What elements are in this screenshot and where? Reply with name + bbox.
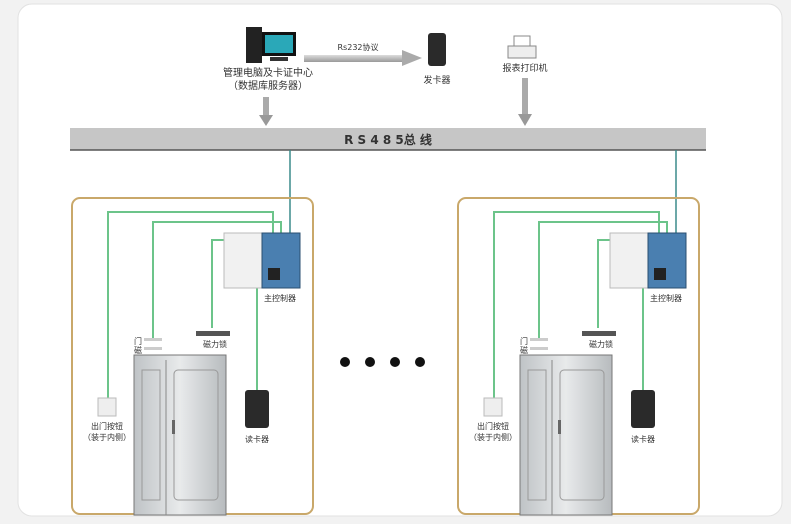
controller-enclosure-icon xyxy=(609,232,649,289)
exit-button-icon xyxy=(483,397,503,417)
door-sensor-label: 门 xyxy=(520,336,528,346)
card-reader-icon xyxy=(631,390,655,428)
server-down-arrow-icon xyxy=(259,97,273,126)
wires xyxy=(107,211,282,398)
mag-lock-icon xyxy=(582,331,616,336)
mag-lock-icon xyxy=(196,331,230,336)
door-icon xyxy=(133,354,227,516)
bus-label: R S 4 8 5总 线 xyxy=(344,132,432,147)
card-reader-label: 读卡器 xyxy=(245,434,269,444)
wires xyxy=(493,211,668,398)
printer-label: 报表打印机 xyxy=(502,62,547,74)
exit-button-sublabel: （装于内侧） xyxy=(469,432,517,442)
card-reader-icon xyxy=(245,390,269,428)
controller-label: 主控制器 xyxy=(264,293,296,303)
door-panel: 主控制器 门 磁 磁力锁 出门按钮 （装于内侧） 读卡器 xyxy=(71,150,314,516)
door-sensor-icon xyxy=(144,338,162,341)
rs232-arrow-icon xyxy=(304,50,422,66)
printer-down-arrow-icon xyxy=(518,78,532,126)
door-sensor-label-2: 磁 xyxy=(520,345,528,355)
server-sublabel: （数据库服务器） xyxy=(228,79,308,92)
door-icon xyxy=(519,354,613,516)
controller-board-icon xyxy=(647,232,687,289)
exit-button-label: 出门按钮 xyxy=(477,421,509,431)
controller-enclosure-icon xyxy=(223,232,263,289)
protocol-label: Rs232协议 xyxy=(338,42,379,52)
controller-chip-icon xyxy=(268,268,280,280)
mag-lock-label: 磁力锁 xyxy=(203,339,227,349)
exit-button-sublabel: （装于内侧） xyxy=(83,432,131,442)
mag-lock-label: 磁力锁 xyxy=(589,339,613,349)
server-label: 管理电脑及卡证中心 xyxy=(223,66,313,79)
ellipsis-dots-icon xyxy=(340,357,425,367)
door-sensor-icon-2 xyxy=(530,347,548,350)
controller-board-icon xyxy=(261,232,301,289)
door-panel: 主控制器 门 磁 磁力锁 出门按钮 （装于内侧） 读卡器 xyxy=(457,150,700,516)
card-issuer-label: 发卡器 xyxy=(423,74,450,86)
controller-chip-icon xyxy=(654,268,666,280)
rs485-bus xyxy=(70,128,706,150)
printer-icon xyxy=(507,35,537,59)
exit-button-label: 出门按钮 xyxy=(91,421,123,431)
door-sensor-icon-2 xyxy=(144,347,162,350)
door-sensor-label-2: 磁 xyxy=(134,345,142,355)
controller-label: 主控制器 xyxy=(650,293,682,303)
door-sensor-label: 门 xyxy=(134,336,142,346)
server-computer-icon xyxy=(246,27,296,63)
card-issuer-icon xyxy=(428,33,446,66)
card-reader-label: 读卡器 xyxy=(631,434,655,444)
door-sensor-icon xyxy=(530,338,548,341)
exit-button-icon xyxy=(97,397,117,417)
